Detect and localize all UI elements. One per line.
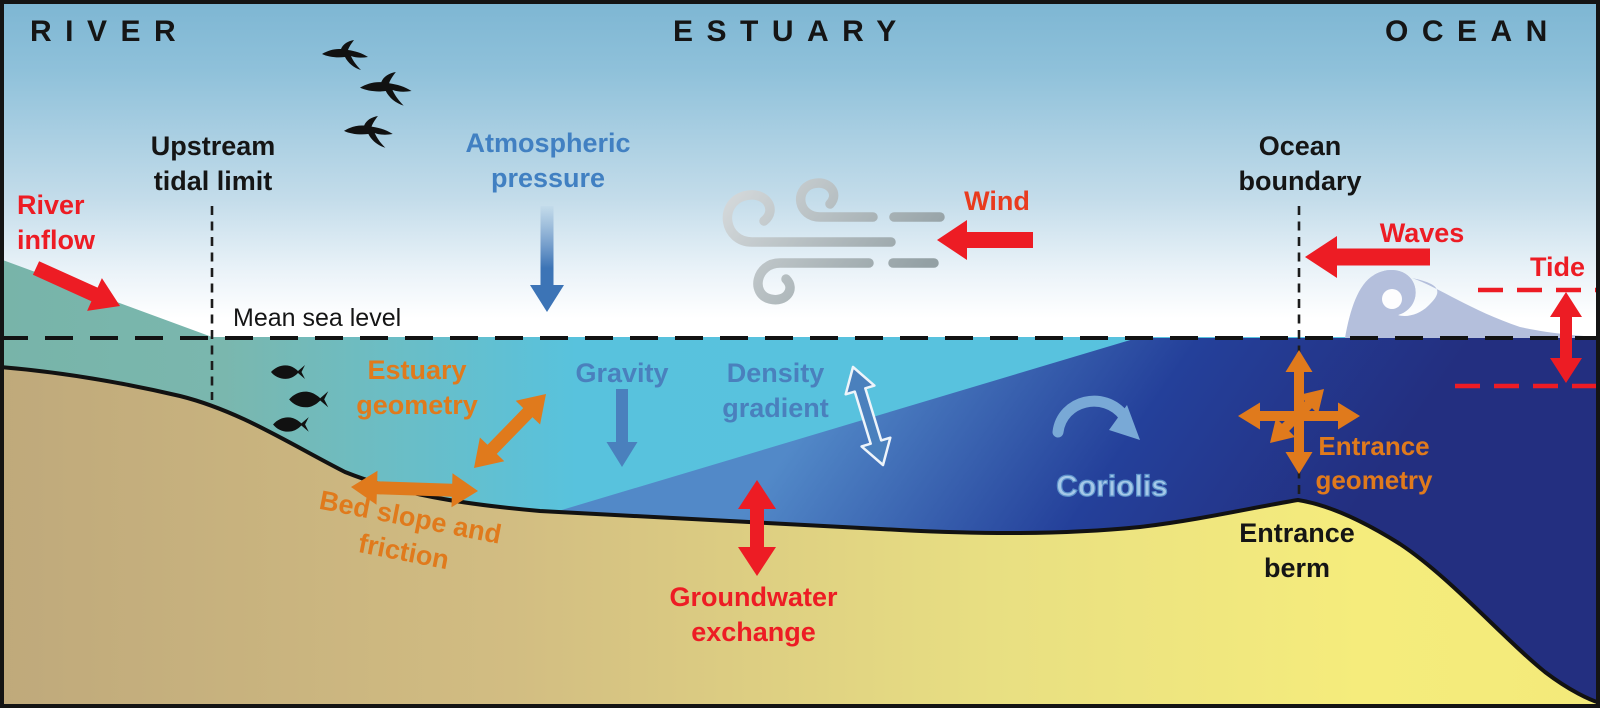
waves-arrow [1305, 236, 1430, 278]
estuary-geometry-label: Estuary geometry [356, 355, 478, 420]
tide-range-arrow [1550, 292, 1582, 383]
gravity-arrow [606, 389, 638, 467]
ocean-boundary-label: Ocean boundary [1238, 131, 1362, 196]
wind-gust-icon [722, 178, 945, 305]
entrance-geometry-d-arrow [1270, 389, 1324, 443]
density-gradient-arrow [844, 365, 892, 467]
coriolis-arrow [1052, 395, 1140, 440]
river-inflow-arrow [32, 261, 120, 311]
gravity-label: Gravity [575, 358, 669, 388]
waves-label: Waves [1379, 218, 1465, 248]
breaking-wave-icon [1345, 269, 1600, 338]
entrance-berm-label: Entrance berm [1239, 518, 1355, 583]
header-ocean: OCEAN [1385, 15, 1561, 48]
tide-label: Tide [1529, 252, 1585, 282]
atmospheric-pressure-label: Atmospheric pressure [465, 128, 631, 193]
upstream-tidal-limit-label: Upstream tidal limit [150, 131, 276, 196]
wind-arrow [937, 220, 1033, 260]
river-inflow-label: River inflow [17, 190, 95, 255]
entrance-geometry-label: Entrance geometry [1315, 431, 1433, 495]
groundwater-exchange-label: Groundwater exchange [669, 582, 838, 647]
coriolis-label: Coriolis [1056, 469, 1169, 503]
header-estuary: ESTUARY [673, 15, 910, 48]
wind-label: Wind [964, 186, 1030, 216]
header-river: RIVER [30, 15, 190, 48]
groundwater-arrow [738, 480, 776, 576]
mean-sea-level-label: Mean sea level [233, 304, 402, 332]
bed-slope-arrow [351, 470, 478, 508]
seabed-sand [0, 367, 1600, 708]
estuary-geometry-arrow [474, 394, 546, 468]
seabed-line [0, 365, 1600, 705]
density-gradient-label: Density gradient [722, 358, 829, 423]
atmospheric-pressure-arrow [530, 206, 564, 312]
fish-school-icon [271, 365, 329, 432]
flying-birds-icon [322, 40, 412, 148]
